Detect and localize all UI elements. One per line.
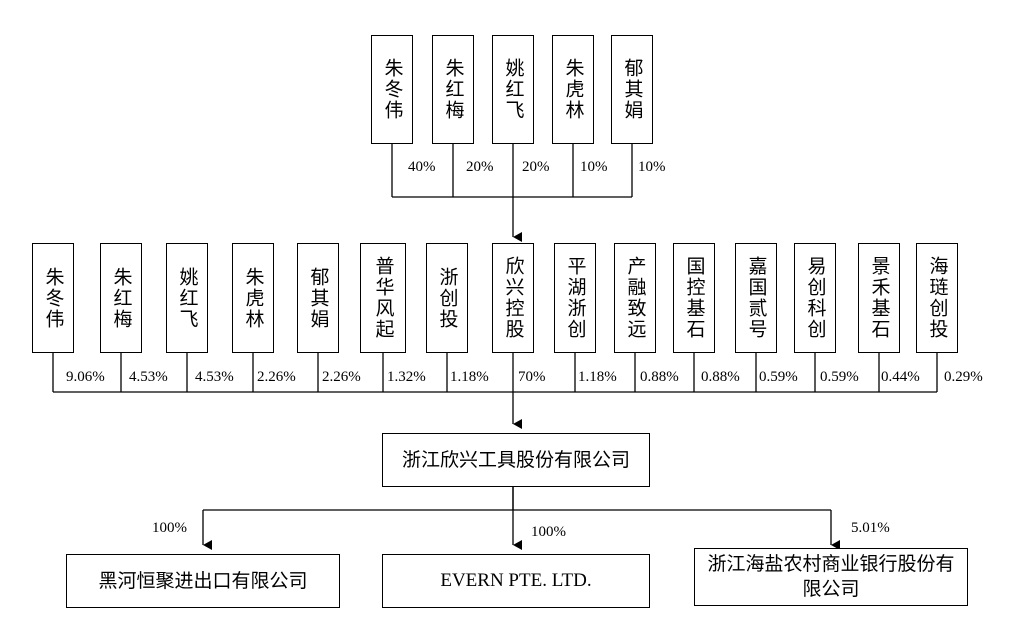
subsidiary-name: 黑河恒聚进出口有限公司 (98, 569, 308, 592)
shareholder-box: 普华风起 (360, 243, 406, 353)
shareholder-name: 平湖浙创 (564, 256, 587, 340)
company-name: 浙江欣兴工具股份有限公司 (401, 448, 630, 471)
shareholder-box: 姚红飞 (166, 243, 208, 353)
ownership-percent: 4.53% (129, 369, 168, 385)
ownership-percent: 9.06% (66, 369, 105, 385)
shareholder-name: 嘉国贰号 (745, 256, 768, 340)
shareholder-box: 朱红梅 (100, 243, 142, 353)
subsidiary-name: 浙江海盐农村商业银行股份有限公司 (707, 553, 955, 600)
shareholder-box: 嘉国贰号 (735, 243, 777, 353)
shareholder-name: 欣兴控股 (502, 256, 525, 340)
shareholder-box: 海琏创投 (916, 243, 958, 353)
shareholder-name: 国控基石 (683, 256, 706, 340)
shareholder-name: 景禾基石 (868, 256, 891, 340)
shareholder-box: 国控基石 (673, 243, 715, 353)
shareholder-name: 海琏创投 (926, 256, 949, 340)
shareholder-name: 郁其娟 (621, 58, 644, 121)
ownership-percent: 0.29% (944, 369, 983, 385)
shareholder-box: 朱虎林 (232, 243, 274, 353)
shareholder-box: 平湖浙创 (554, 243, 596, 353)
top-shareholder-box: 姚红飞 (492, 35, 534, 144)
ownership-percent: 20% (466, 159, 494, 175)
shareholder-name: 浙创投 (436, 266, 459, 330)
shareholder-name: 姚红飞 (502, 58, 525, 121)
shareholder-name: 产融致远 (624, 256, 647, 340)
top-shareholder-box: 朱虎林 (552, 35, 594, 144)
ownership-percent: 1.18% (450, 369, 489, 385)
shareholder-box: 郁其娟 (297, 243, 339, 353)
shareholder-name: 朱冬伟 (381, 58, 404, 121)
ownership-percent: 2.26% (322, 369, 361, 385)
shareholder-box: 产融致远 (614, 243, 656, 353)
main-company-box: 浙江欣兴工具股份有限公司 (382, 433, 650, 487)
shareholder-name: 朱红梅 (110, 266, 133, 330)
ownership-percent: 0.88% (640, 369, 679, 385)
shareholder-box: 欣兴控股 (492, 243, 534, 353)
shareholder-name: 易创科创 (804, 256, 827, 340)
top-shareholder-box: 朱红梅 (432, 35, 474, 144)
ownership-percent: 0.44% (881, 369, 920, 385)
top-shareholder-box: 郁其娟 (611, 35, 653, 144)
shareholder-name: 朱冬伟 (42, 266, 65, 330)
shareholder-box: 朱冬伟 (32, 243, 74, 353)
ownership-percent: 0.59% (759, 369, 798, 385)
shareholder-name: 普华风起 (372, 256, 395, 340)
ownership-percent: 5.01% (851, 520, 890, 536)
ownership-percent: 10% (638, 159, 666, 175)
ownership-percent: 100% (531, 524, 566, 540)
ownership-percent: 10% (580, 159, 608, 175)
ownership-percent: 2.26% (257, 369, 296, 385)
ownership-percent: 40% (408, 159, 436, 175)
ownership-percent: 0.88% (701, 369, 740, 385)
ownership-percent: 1.32% (387, 369, 426, 385)
shareholder-name: 郁其娟 (307, 266, 330, 330)
ownership-percent: 100% (152, 520, 187, 536)
shareholder-name: 朱虎林 (242, 266, 265, 330)
shareholder-name: 朱红梅 (442, 58, 465, 121)
ownership-percent: 1.18% (578, 369, 617, 385)
top-shareholder-box: 朱冬伟 (371, 35, 413, 144)
subsidiary-box: EVERN PTE. LTD. (382, 554, 650, 608)
shareholder-box: 易创科创 (794, 243, 836, 353)
ownership-percent: 70% (518, 369, 546, 385)
shareholder-name: 姚红飞 (176, 266, 199, 330)
subsidiary-name: EVERN PTE. LTD. (440, 569, 592, 591)
shareholder-name: 朱虎林 (562, 58, 585, 121)
shareholder-box: 浙创投 (426, 243, 468, 353)
ownership-percent: 0.59% (820, 369, 859, 385)
subsidiary-box: 黑河恒聚进出口有限公司 (66, 554, 340, 608)
subsidiary-box: 浙江海盐农村商业银行股份有限公司 (694, 548, 968, 606)
ownership-percent: 4.53% (195, 369, 234, 385)
ownership-percent: 20% (522, 159, 550, 175)
shareholder-box: 景禾基石 (858, 243, 900, 353)
